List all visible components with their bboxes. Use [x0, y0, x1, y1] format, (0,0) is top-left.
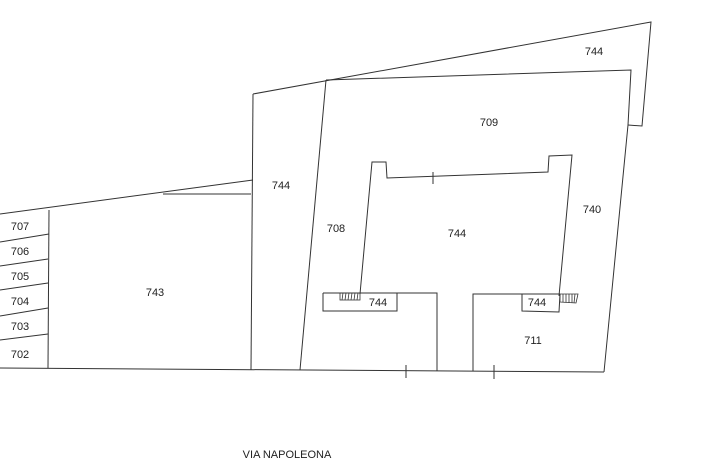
boundary-right-block	[472, 293, 560, 371]
boundary-744-strip-left	[250, 93, 254, 371]
boundary-bottom	[0, 367, 605, 373]
parcel-label: 703	[10, 321, 30, 333]
boundary-706-705	[0, 258, 49, 267]
parcel-label: 744	[368, 297, 388, 309]
boundary-707-706	[0, 233, 50, 243]
boundary-743-left	[47, 209, 50, 369]
parcel-label: 711	[524, 335, 542, 347]
parcel-label: 704	[10, 296, 30, 308]
boundary-705-704	[0, 282, 49, 291]
boundary-inner-courtyard	[359, 154, 573, 297]
boundary-right-744-box	[521, 293, 561, 313]
parcel-label: 743	[145, 287, 165, 299]
boundary-left-744-box	[322, 293, 398, 312]
boundary-743-top	[0, 179, 254, 215]
boundary-703-702	[0, 333, 49, 341]
boundary-708-left	[299, 79, 327, 371]
parcel-label: 740	[582, 204, 602, 216]
parcel-label: 702	[10, 349, 30, 361]
stair-hatch-left	[339, 292, 361, 301]
parcel-label: 706	[10, 246, 30, 258]
parcel-label: 744	[527, 297, 547, 309]
parcel-label: 707	[10, 221, 30, 233]
boundary-709-top	[325, 69, 632, 373]
parcel-label: 744	[447, 228, 467, 240]
parcel-label: 708	[326, 223, 346, 235]
stair-hatch-right	[559, 293, 579, 304]
parcel-label: 709	[479, 117, 499, 129]
boundary-704-703	[0, 307, 49, 317]
boundary-left-block	[323, 292, 438, 371]
parcel-label: 705	[10, 271, 30, 283]
parcel-label: 744	[584, 46, 604, 58]
parcel-label: 744	[271, 180, 291, 192]
boundary-outer-top	[252, 21, 652, 127]
street-name: VIA NAPOLEONA	[242, 449, 332, 461]
